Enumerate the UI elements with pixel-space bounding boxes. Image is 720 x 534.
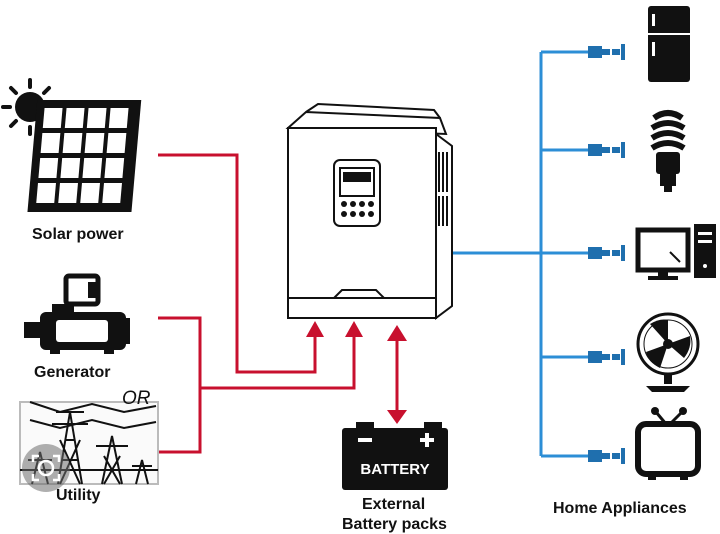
external-battery-label-line2: Battery packs <box>342 516 447 533</box>
output-wires <box>437 50 592 458</box>
output-plugs <box>588 44 625 464</box>
computer-icon <box>635 224 716 280</box>
inverter-icon <box>285 102 453 320</box>
battery-text: BATTERY <box>360 461 429 478</box>
battery-icon: BATTERY <box>342 422 448 490</box>
utility-label: Utility <box>56 487 101 504</box>
external-battery-label-line1: External <box>362 496 426 513</box>
home-appliances-label: Home Appliances <box>553 500 687 517</box>
lens-icon <box>22 444 70 492</box>
refrigerator-icon <box>648 6 690 82</box>
solar-power-label: Solar power <box>32 226 124 243</box>
input-wires <box>158 153 356 454</box>
television-icon <box>635 407 701 480</box>
light-bulb-icon <box>650 110 686 192</box>
fan-icon <box>636 312 700 392</box>
or-label: OR <box>122 388 151 409</box>
generator-label: Generator <box>34 364 111 381</box>
solar-panel-icon <box>27 100 142 212</box>
input-arrowheads <box>306 321 407 424</box>
generator-icon <box>24 273 130 354</box>
